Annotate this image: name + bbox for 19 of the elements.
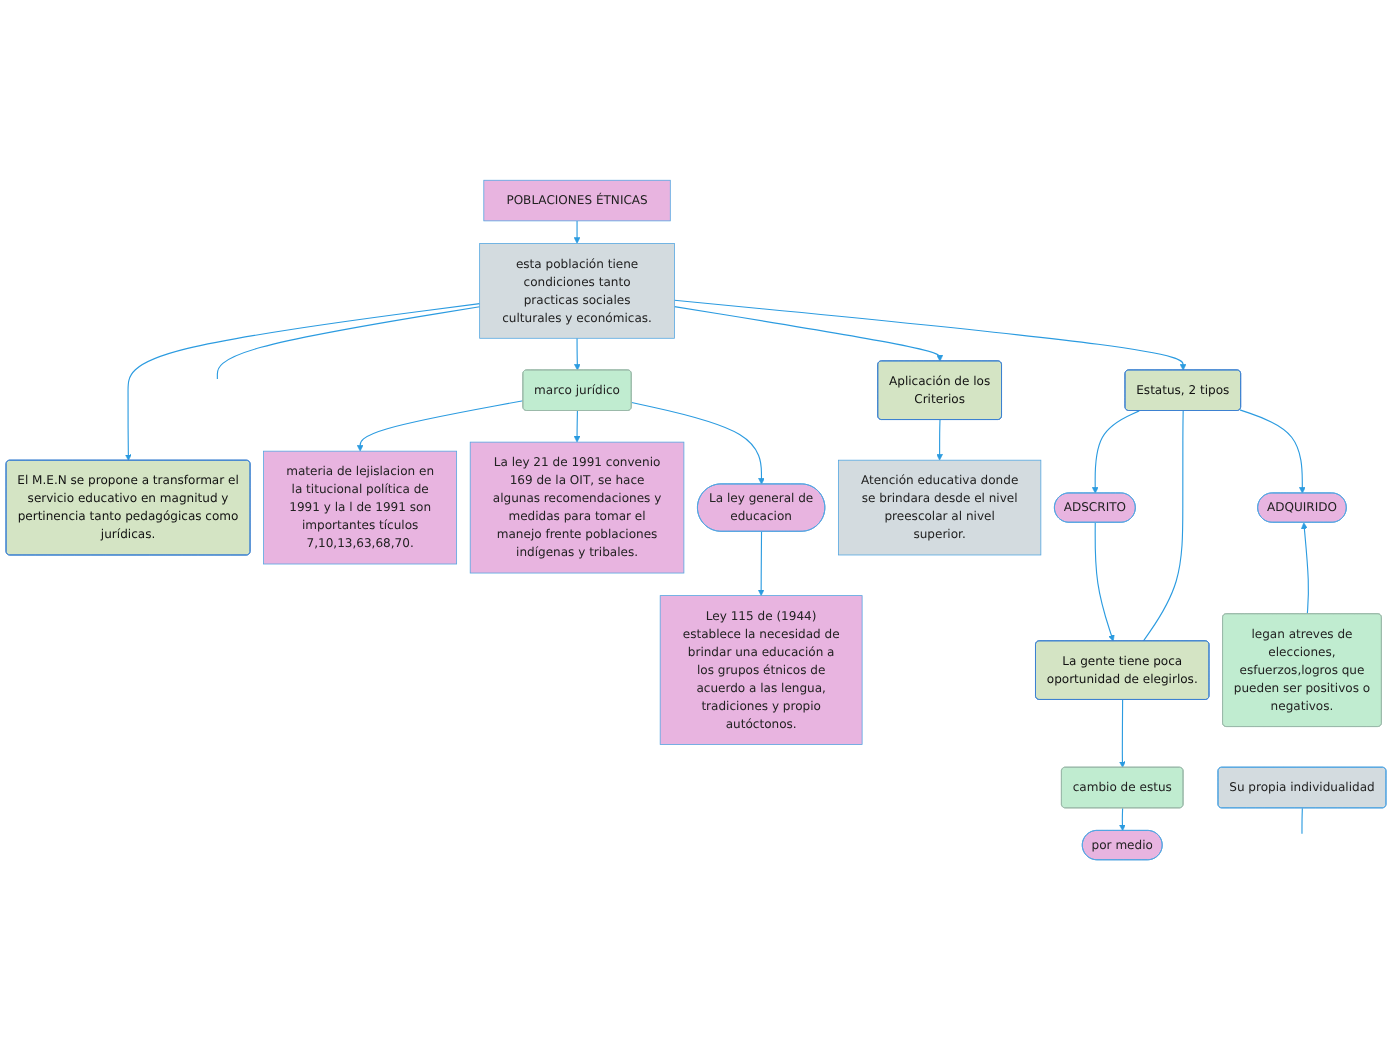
arrow <box>1119 699 1126 768</box>
arrow <box>1301 522 1309 615</box>
arrow <box>631 401 765 485</box>
arrow <box>757 531 765 596</box>
arrow <box>574 337 581 371</box>
arrow <box>1094 522 1115 642</box>
arrow <box>573 220 581 244</box>
arrow <box>125 303 481 461</box>
arrow <box>1119 807 1126 832</box>
arrow <box>673 299 1187 371</box>
arrow <box>1239 409 1306 494</box>
connector <box>216 306 481 380</box>
connector <box>1142 410 1184 642</box>
arrow <box>673 306 944 362</box>
arrow <box>936 419 943 461</box>
arrow <box>573 410 581 443</box>
arrow <box>356 400 524 452</box>
arrow <box>1091 410 1140 494</box>
connector <box>1301 807 1303 835</box>
